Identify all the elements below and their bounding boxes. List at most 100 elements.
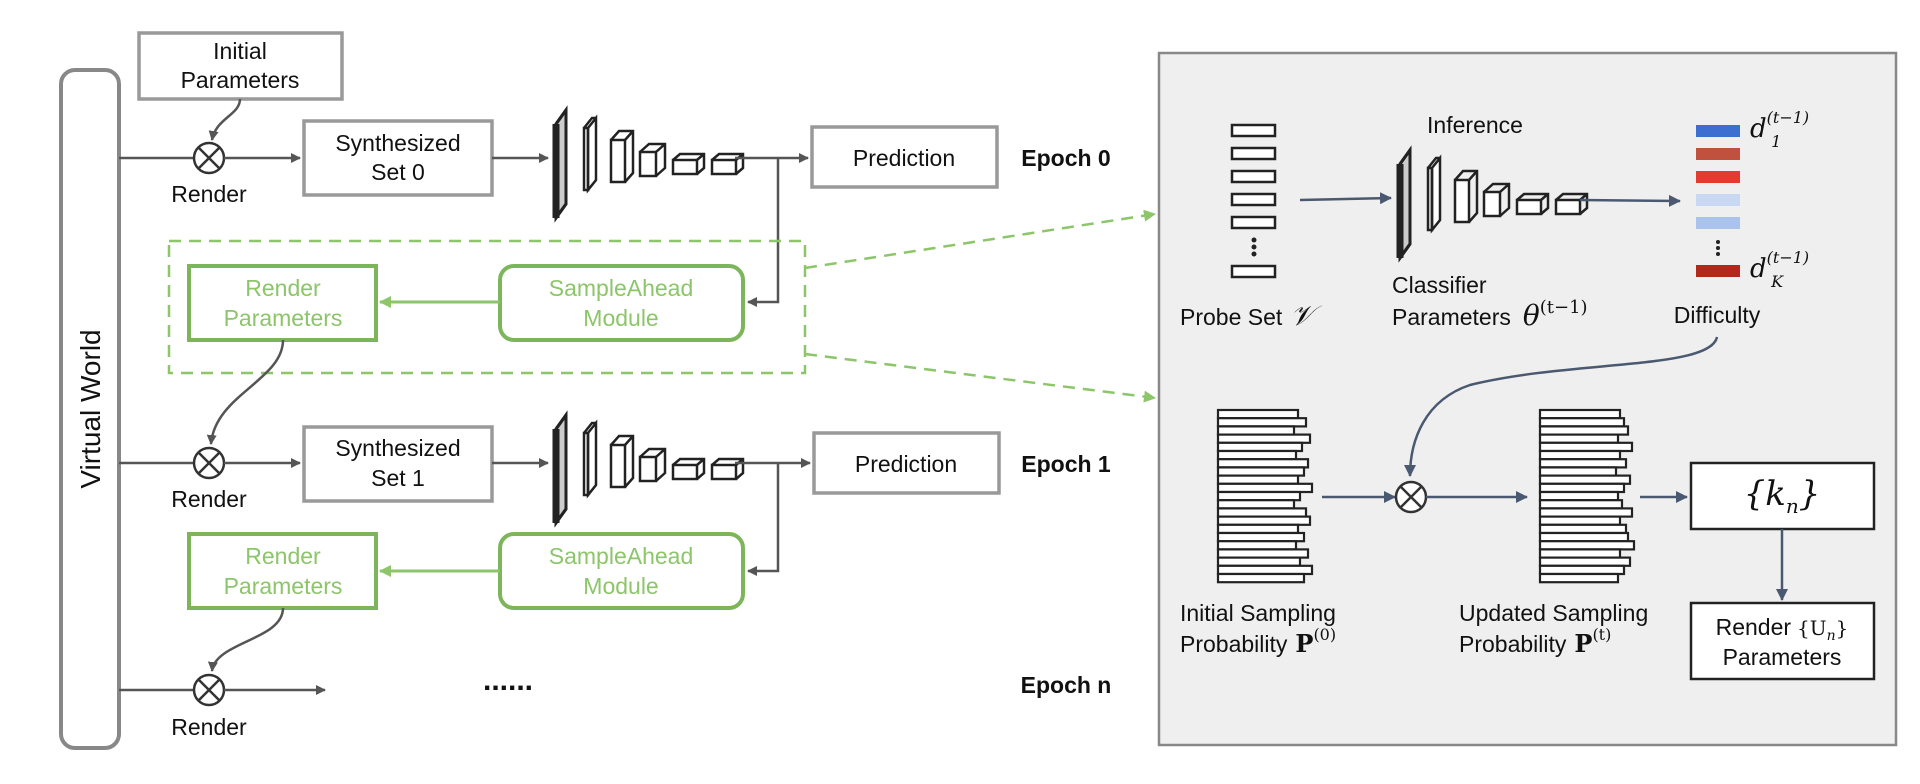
sampleahead-1-line2: Module	[583, 573, 658, 599]
difficulty-bar-4	[1696, 194, 1740, 206]
difficulty-dK: d(t−1)K	[1750, 248, 1809, 291]
histogram-bar	[1538, 490, 1620, 502]
synthesized-set-0-line1: Synthesized	[335, 130, 460, 156]
histogram-bar	[1216, 499, 1296, 510]
histogram-bar	[1216, 572, 1306, 584]
virtual-world-label: Virtual World	[75, 329, 106, 488]
histogram-bar	[1216, 548, 1310, 559]
histogram-bar	[1216, 441, 1304, 453]
histogram-bar	[1216, 482, 1314, 494]
histogram-bar	[1216, 449, 1298, 461]
render-op-1-icon	[192, 446, 226, 480]
classifier-to-difficulty-arrow	[1579, 194, 1681, 207]
difficulty-bars	[1696, 125, 1740, 277]
virtual-world-box	[59, 68, 121, 750]
render-un-line2: Parameters	[1723, 644, 1842, 670]
inference-label: Inference	[1427, 112, 1523, 138]
histogram-bar	[1538, 507, 1634, 518]
difficulty-bar-2	[1696, 148, 1740, 160]
sampleahead-1-line1: SampleAhead	[549, 543, 694, 569]
histogram-bar	[1538, 556, 1632, 567]
render-op-0-icon	[192, 141, 226, 175]
continuation-ellipsis: ......	[483, 664, 533, 697]
histogram-bar	[1216, 507, 1308, 518]
updated-sampling-line1: Updated Sampling	[1459, 600, 1648, 626]
histogram-bar	[1538, 482, 1626, 494]
render-parameters-1-line1: Render	[245, 543, 321, 569]
histogram-bar	[1216, 433, 1312, 444]
histogram-bar	[1538, 531, 1630, 543]
render-params-to-render-1	[206, 339, 285, 445]
histogram-bar	[1216, 515, 1312, 526]
render-op-n-icon	[192, 673, 226, 707]
histogram-bar	[1216, 466, 1306, 477]
product-op-icon	[1394, 480, 1428, 514]
render-un-parameters-box	[1689, 601, 1876, 681]
render-parameters-0-line1: Render	[245, 275, 321, 301]
epoch-1-label: Epoch 1	[1021, 451, 1111, 477]
prediction-1-label: Prediction	[855, 451, 957, 477]
updated-sampling-histogram	[1538, 408, 1636, 584]
render-parameters-1-box	[187, 532, 378, 610]
histogram-bar	[1216, 531, 1306, 543]
prediction-0-label: Prediction	[853, 145, 955, 171]
histogram-bar	[1538, 564, 1626, 576]
histogram-bar	[1538, 515, 1622, 526]
histogram-bar	[1538, 523, 1628, 535]
synthesized-set-1-line1: Synthesized	[335, 435, 460, 461]
kn-label: {kn}	[1744, 474, 1821, 518]
histogram-bar	[1216, 417, 1308, 428]
render-un-line1: Render{Un}	[1716, 614, 1849, 644]
difficulty-bar-1	[1696, 125, 1740, 137]
histogram-bar	[1538, 449, 1622, 461]
epoch-n-label: Epoch n	[1021, 672, 1112, 698]
render-label-1: Render	[171, 486, 247, 512]
synthesized-set-0-line2: Set 0	[371, 159, 425, 185]
prediction-1-box	[812, 431, 1001, 495]
histogram-bar	[1538, 572, 1620, 584]
cnn-to-sampleahead-1	[747, 463, 780, 576]
histogram-bar	[1538, 548, 1622, 559]
histogram-bar	[1216, 564, 1314, 576]
render-parameters-0-box	[187, 264, 378, 342]
histogram-bar	[1216, 458, 1310, 469]
histogram-bar	[1538, 425, 1630, 436]
render-parameters-0-line2: Parameters	[224, 305, 343, 331]
cnn-1-icon	[556, 415, 743, 523]
histogram-bar	[1216, 556, 1302, 567]
histogram-bar	[1538, 466, 1618, 477]
histogram-bar	[1538, 474, 1632, 485]
sampleahead-0-line2: Module	[583, 305, 658, 331]
difficulty-ellipsis	[1716, 240, 1720, 256]
initial-parameters-box	[137, 31, 344, 101]
difficulty-bar-3	[1696, 171, 1740, 183]
difficulty-bar-5	[1696, 217, 1740, 229]
difficulty-label: Difficulty	[1674, 302, 1761, 328]
histogram-bar	[1216, 540, 1298, 551]
histogram-bar	[1216, 425, 1296, 436]
render-label-n: Render	[171, 714, 247, 740]
difficulty-bar-k	[1696, 265, 1740, 277]
render-parameters-1-line2: Parameters	[224, 573, 343, 599]
cnn-0-icon	[556, 110, 743, 218]
histogram-bar	[1538, 499, 1624, 510]
histogram-bar	[1216, 408, 1300, 420]
histogram-bar	[1538, 441, 1634, 453]
histogram-bar	[1538, 458, 1628, 469]
histogram-bar	[1538, 433, 1620, 444]
histogram-bar	[1538, 540, 1636, 551]
histogram-bar	[1216, 523, 1300, 535]
histogram-bar	[1216, 474, 1300, 485]
render-params-to-render-n	[207, 607, 285, 672]
highlight-dashed-box	[167, 239, 807, 375]
initial-parameters-line1: Initial	[213, 38, 267, 64]
zoom-connector-bottom	[804, 352, 1156, 403]
initial-sampling-line1: Initial Sampling	[1180, 600, 1336, 626]
zoom-connector-top	[804, 209, 1156, 270]
initial-to-render-arrow	[208, 98, 242, 141]
